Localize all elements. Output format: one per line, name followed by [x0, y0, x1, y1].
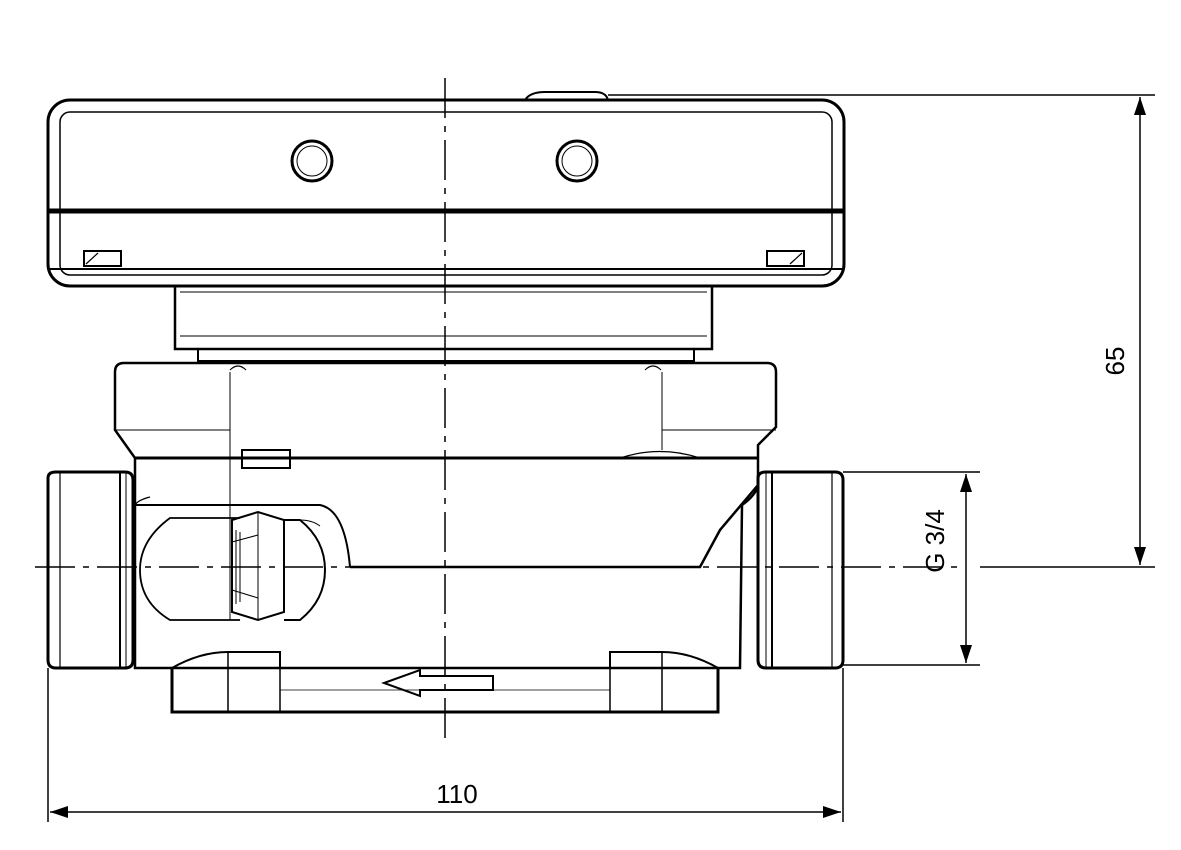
- center-lines: [35, 78, 960, 745]
- dimension-thread: [843, 471, 980, 666]
- dimension-height: [608, 94, 1155, 568]
- thread-connector-right: [756, 470, 845, 670]
- internal-bore: [139, 510, 327, 622]
- screw-hole-right: [555, 139, 599, 183]
- seal-slot-right: [766, 250, 805, 267]
- flow-direction-arrow-icon: [381, 668, 494, 698]
- register-head: [46, 91, 846, 288]
- seal-slot-left: [83, 250, 122, 267]
- thread-connector-left: [46, 470, 135, 670]
- dimension-width-label: 110: [436, 779, 477, 809]
- meter-body: [113, 361, 778, 670]
- screw-hole-left: [290, 139, 334, 183]
- dimension-height-label: 65: [1100, 347, 1130, 376]
- dimension-width: [47, 668, 844, 822]
- dimension-thread-label: G 3/4: [920, 509, 950, 573]
- adapter-neck: [173, 284, 714, 362]
